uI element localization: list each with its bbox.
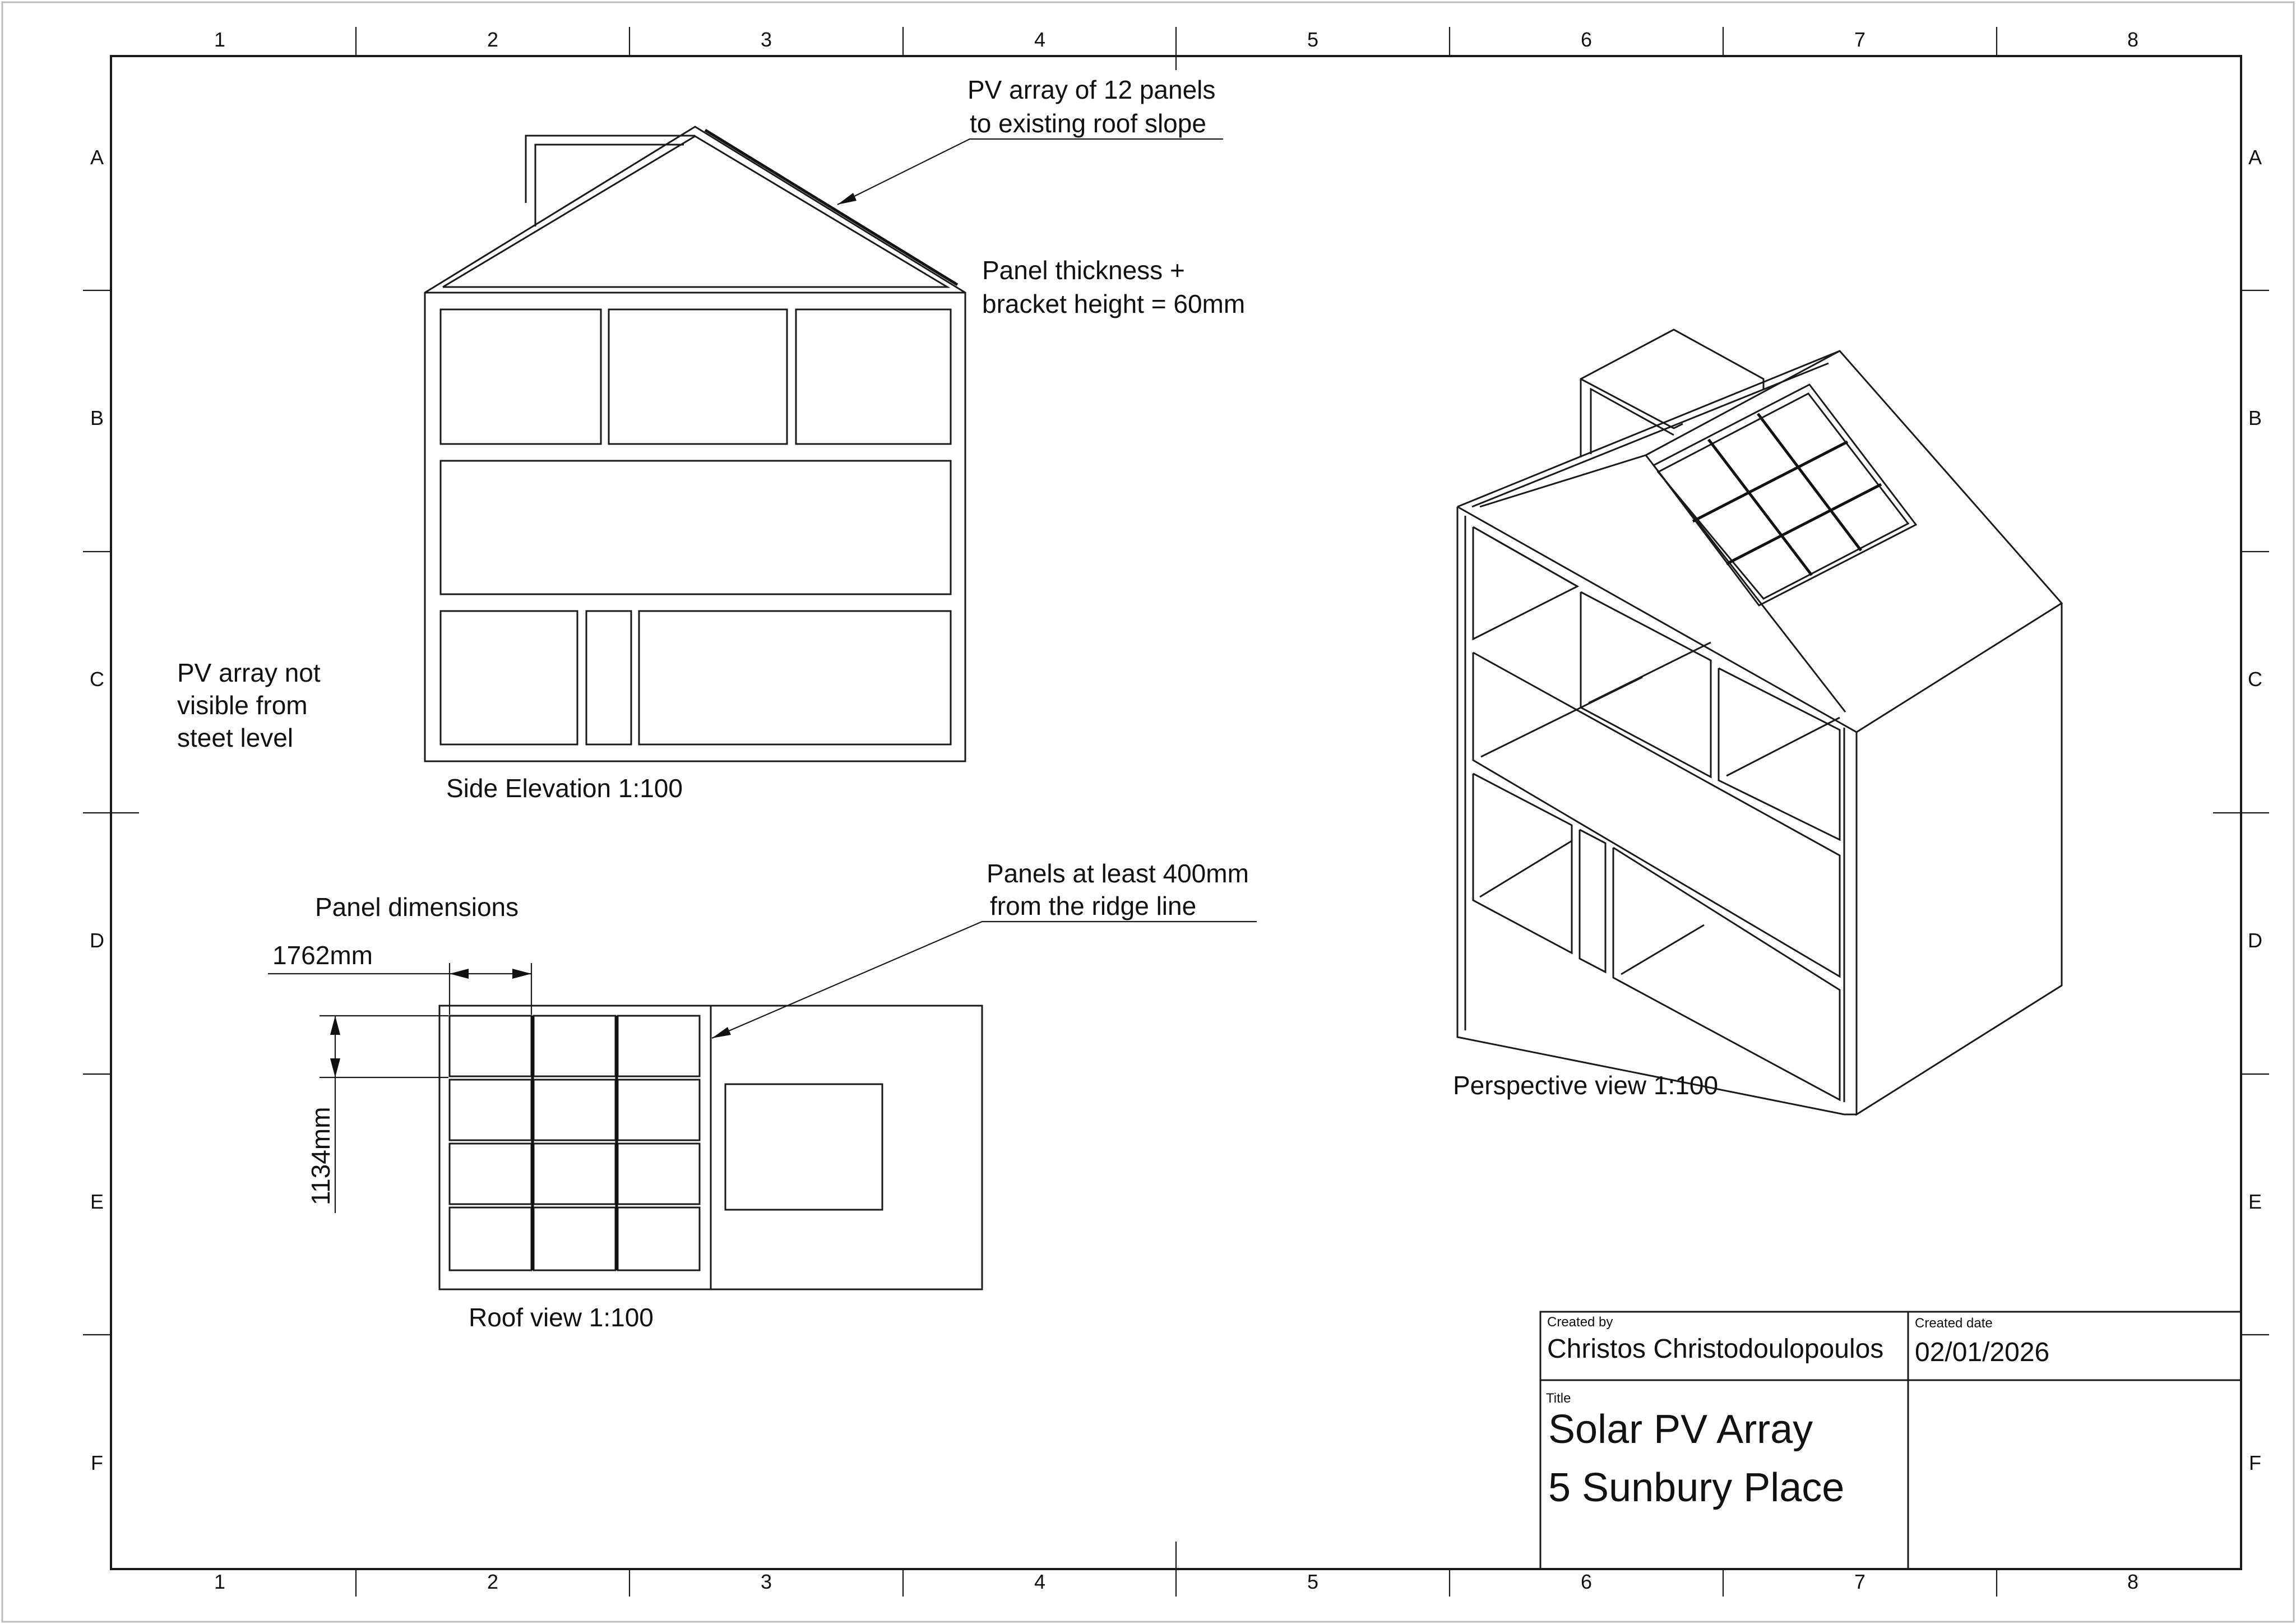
row-label: F <box>2249 1451 2261 1474</box>
pv-array-perspective <box>1652 383 1918 607</box>
row-label: B <box>90 406 104 429</box>
row-label: F <box>91 1451 103 1474</box>
col-label: 2 <box>487 1570 498 1593</box>
pv-panel-grid <box>448 1015 701 1271</box>
created-by-label: Created by <box>1547 1315 1613 1330</box>
col-label: 5 <box>1307 28 1318 51</box>
ridge-callout-line2: from the ridge line <box>990 891 1196 920</box>
col-label: 6 <box>1581 1570 1592 1593</box>
col-label: 3 <box>761 1570 772 1593</box>
roof-hatch <box>724 1083 883 1211</box>
col-label: 4 <box>1034 28 1045 51</box>
title-line2: 5 Sunbury Place <box>1548 1465 1844 1510</box>
column-labels-bottom: 1 2 3 4 5 6 7 8 <box>214 1570 2138 1593</box>
street-note-line1: PV array not <box>177 658 321 687</box>
panel-width-dimension: 1762mm <box>272 941 373 970</box>
col-label: 1 <box>214 1570 225 1593</box>
created-date-label: Created date <box>1915 1316 1993 1331</box>
panel-dimensions-heading: Panel dimensions <box>315 892 519 922</box>
perspective-label: Perspective view 1:100 <box>1453 1071 1718 1100</box>
side-elevation-drawing <box>424 126 1223 762</box>
street-note-line3: steet level <box>177 723 293 752</box>
row-label: D <box>90 929 104 952</box>
panel-thickness-note-line1: Panel thickness + <box>982 256 1185 285</box>
column-labels-top: 1 2 3 4 5 6 7 8 <box>214 28 2138 51</box>
row-label: A <box>90 146 104 169</box>
col-label: 4 <box>1034 1570 1045 1593</box>
pv-panel-strip <box>704 128 959 286</box>
pv-array-callout-line1: PV array of 12 panels <box>968 75 1215 104</box>
pv-array-callout-line2: to existing roof slope <box>970 109 1206 138</box>
col-label: 6 <box>1581 28 1592 51</box>
row-labels-left: A B C D E F <box>90 146 104 1474</box>
row-label: C <box>90 668 104 691</box>
col-label: 5 <box>1307 1570 1318 1593</box>
created-by-value: Christos Christodoulopoulos <box>1547 1334 1883 1364</box>
col-label: 3 <box>761 28 772 51</box>
row-labels-right: A B C D E F <box>2248 146 2262 1474</box>
perspective-drawing <box>1456 328 2063 1116</box>
title-block <box>1539 1311 2242 1570</box>
panel-height-dimension: 1134mm <box>306 1107 335 1205</box>
col-label: 7 <box>1854 28 1866 51</box>
col-label: 1 <box>214 28 225 51</box>
side-elevation-label: Side Elevation 1:100 <box>446 774 683 803</box>
title-line1: Solar PV Array <box>1548 1407 1813 1452</box>
col-label: 2 <box>487 28 498 51</box>
row-label: C <box>2248 668 2262 691</box>
ridge-callout-line1: Panels at least 400mm <box>987 859 1249 888</box>
row-label: E <box>90 1190 104 1213</box>
row-ticks <box>83 289 2269 1336</box>
col-label: 8 <box>2127 28 2138 51</box>
roof-view-drawing <box>268 920 1257 1290</box>
row-label: D <box>2248 929 2262 952</box>
title-label: Title <box>1546 1391 1571 1406</box>
column-ticks <box>355 27 1998 1597</box>
created-date-value: 02/01/2026 <box>1915 1338 2049 1367</box>
panel-thickness-note-line2: bracket height = 60mm <box>982 289 1245 318</box>
row-label: A <box>2248 146 2262 169</box>
col-label: 7 <box>1854 1570 1866 1593</box>
roof-view-label: Roof view 1:100 <box>469 1303 654 1332</box>
street-note-line2: visible from <box>177 691 308 720</box>
row-label: B <box>2248 406 2262 429</box>
row-label: E <box>2248 1190 2262 1213</box>
col-label: 8 <box>2127 1570 2138 1593</box>
